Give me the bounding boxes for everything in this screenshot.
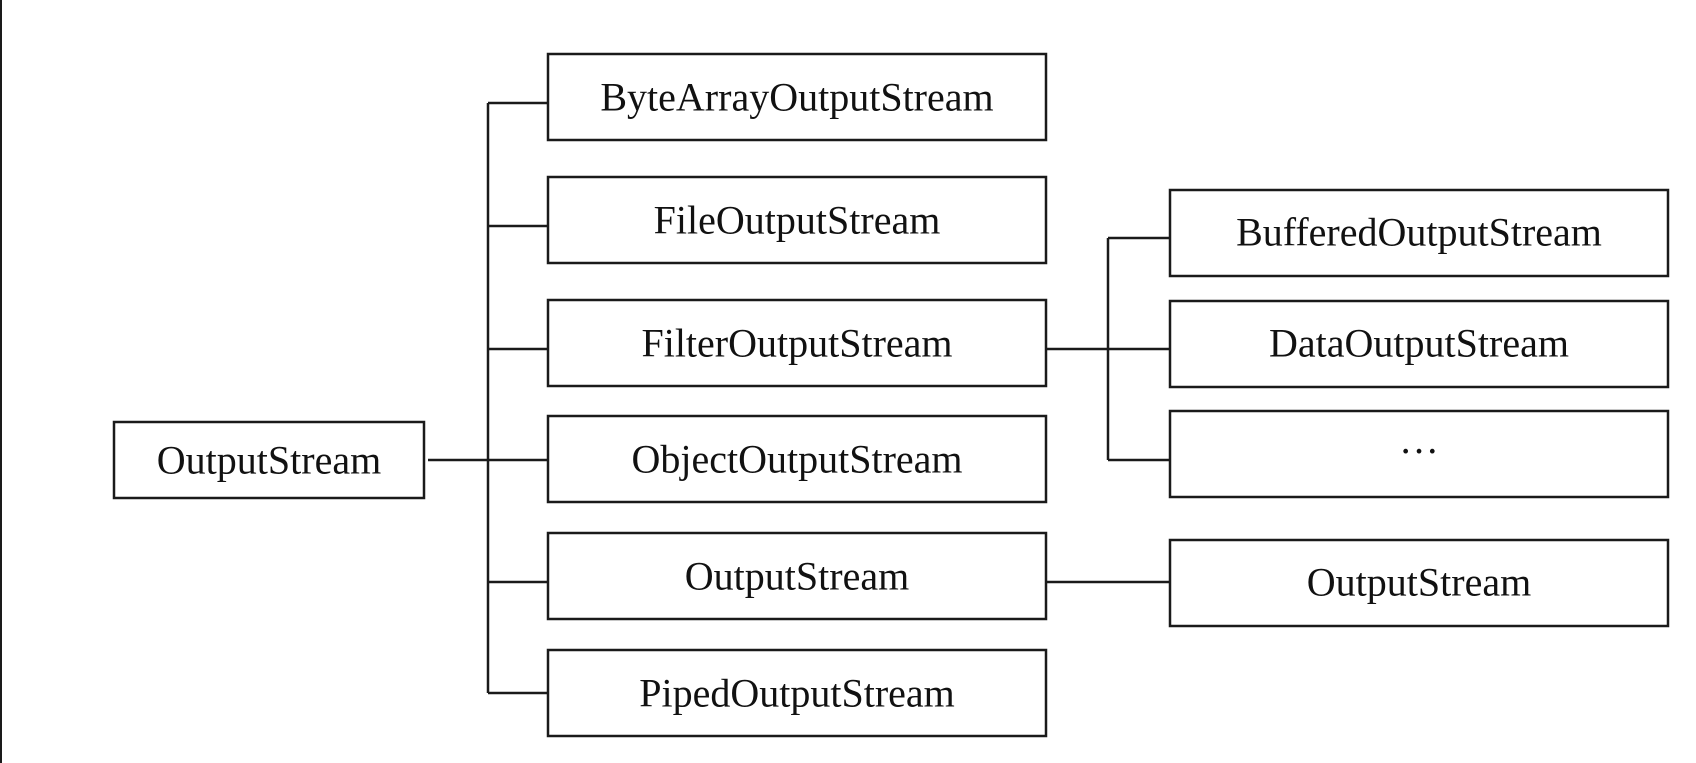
node-g1-box — [1168, 188, 1670, 278]
node-c6-box — [546, 648, 1048, 738]
filter-connectors — [1046, 236, 1170, 462]
node-c4-label: ObjectOutputStream — [631, 437, 962, 482]
node-g3-label: ··· — [1399, 429, 1439, 474]
node-root-outputstream: OutputStream — [112, 420, 426, 500]
node-c3-box — [546, 298, 1048, 388]
node-g2-box — [1168, 299, 1670, 389]
node-dataoutputstream: DataOutputStream — [1168, 299, 1670, 389]
node-c2-box — [546, 175, 1048, 265]
node-c6-label: PipedOutputStream — [639, 671, 955, 716]
node-c4-box — [546, 414, 1048, 504]
node-c1-box — [546, 52, 1048, 142]
node-g4-label: OutputStream — [1307, 560, 1531, 605]
node-bufferedoutputstream: BufferedOutputStream — [1168, 188, 1670, 278]
node-child-outputstream: OutputStream — [546, 531, 1048, 621]
node-ellipsis: ··· — [1168, 409, 1670, 499]
node-grandchild-outputstream: OutputStream — [1168, 538, 1670, 628]
node-c3-label: FilterOutputStream — [641, 321, 952, 366]
left-border — [0, 0, 2, 763]
node-filteroutputstream: FilterOutputStream — [546, 298, 1048, 388]
node-pipedoutputstream: PipedOutputStream — [546, 648, 1048, 738]
root-connectors — [428, 101, 548, 695]
node-g2-label: DataOutputStream — [1269, 321, 1569, 366]
node-g3-box — [1168, 409, 1670, 499]
node-g1-label: BufferedOutputStream — [1236, 210, 1602, 255]
node-g4-box — [1168, 538, 1670, 628]
node-fileoutputstream: FileOutputStream — [546, 175, 1048, 265]
node-c1-label: ByteArrayOutputStream — [600, 75, 993, 120]
node-c5-label: OutputStream — [685, 554, 909, 599]
node-bytearrayoutputstream: ByteArrayOutputStream — [546, 52, 1048, 142]
node-root-label: OutputStream — [157, 438, 381, 483]
node-root-box — [112, 420, 426, 500]
node-objectoutputstream: ObjectOutputStream — [546, 414, 1048, 504]
node-c2-label: FileOutputStream — [654, 198, 941, 243]
node-c5-box — [546, 531, 1048, 621]
